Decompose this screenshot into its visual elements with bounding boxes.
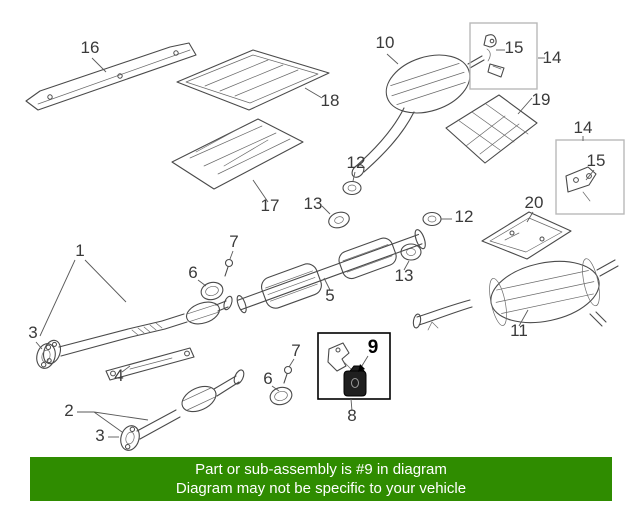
part-3-flange-lower xyxy=(120,425,140,451)
banner-line1: Part or sub-assembly is #9 in diagram xyxy=(195,461,447,478)
callout-label-5: 5 xyxy=(325,286,334,305)
part-7-bolt-lower xyxy=(283,365,293,384)
part-12-gasket-right xyxy=(422,211,442,227)
banner: Part or sub-assembly is #9 in diagram Di… xyxy=(30,457,612,501)
part-16-brace xyxy=(25,42,197,111)
subassembly-box-15-right xyxy=(555,139,625,215)
part-2-downpipe xyxy=(136,369,245,440)
part-10-muffler xyxy=(351,54,485,178)
callout-label-15-right: 15 xyxy=(587,151,606,170)
part-13-gasket-left xyxy=(328,211,350,229)
callout-label-3-upper: 3 xyxy=(28,323,37,342)
callout-label-7-upper: 7 xyxy=(229,232,238,251)
subassembly-box-15-top xyxy=(469,22,538,90)
part-4-brace xyxy=(105,347,195,381)
part-18-heat-shield xyxy=(176,49,330,111)
callout-label-3-lower: 3 xyxy=(95,426,104,445)
part-19-heat-shield xyxy=(445,94,538,164)
part-8-hanger-bracket xyxy=(327,342,353,372)
callout-label-16: 16 xyxy=(81,38,100,57)
callout-label-8: 8 xyxy=(347,406,356,425)
callout-9-arrowhead xyxy=(358,364,365,372)
callout-label-10: 10 xyxy=(376,33,395,52)
callout-label-13-left: 13 xyxy=(304,194,323,213)
callout-label-1: 1 xyxy=(75,241,84,260)
part-11-rear-muffler xyxy=(412,258,619,331)
callout-label-19: 19 xyxy=(532,90,551,109)
callout-label-15-top: 15 xyxy=(505,38,524,57)
part-20-heat-shield-plate xyxy=(481,211,572,260)
part-17-heat-shield xyxy=(171,118,304,190)
part-9-rubber-mount-highlighted xyxy=(343,365,367,397)
highlight-box-9 xyxy=(317,332,391,400)
callout-label-12-center: 12 xyxy=(347,153,366,172)
callout-label-14-top: 14 xyxy=(543,48,562,67)
part-13-gasket-lower-right xyxy=(400,243,422,261)
callout-label-14-right: 14 xyxy=(574,118,593,137)
part-6-clamp-lower xyxy=(269,386,293,406)
callout-label-6-upper: 6 xyxy=(188,263,197,282)
leader-lines xyxy=(35,49,595,438)
part-5-center-pipe xyxy=(236,229,426,314)
part-1-front-pipe xyxy=(42,295,233,365)
banner-line2: Diagram may not be specific to your vehi… xyxy=(175,480,467,497)
callout-label-2: 2 xyxy=(64,401,73,420)
callout-label-7-lower: 7 xyxy=(291,341,300,360)
callout-label-13-right: 13 xyxy=(395,266,414,285)
callout-label-6-lower: 6 xyxy=(263,369,272,388)
callout-label-9: 9 xyxy=(368,337,379,358)
callout-label-12-right: 12 xyxy=(455,207,474,226)
part-15-bracket-right xyxy=(565,166,597,202)
callout-label-20: 20 xyxy=(525,193,544,212)
part-12-gasket-center xyxy=(342,180,362,196)
part-15-fasteners-top xyxy=(483,34,505,78)
callout-label-17: 17 xyxy=(261,196,280,215)
callout-label-11: 11 xyxy=(510,321,528,340)
part-7-bolt-upper xyxy=(224,258,234,277)
part-6-clamp-upper xyxy=(200,281,224,301)
callout-label-4: 4 xyxy=(114,366,123,385)
part-3-flange-upper xyxy=(36,343,56,369)
callout-label-18: 18 xyxy=(321,91,340,110)
